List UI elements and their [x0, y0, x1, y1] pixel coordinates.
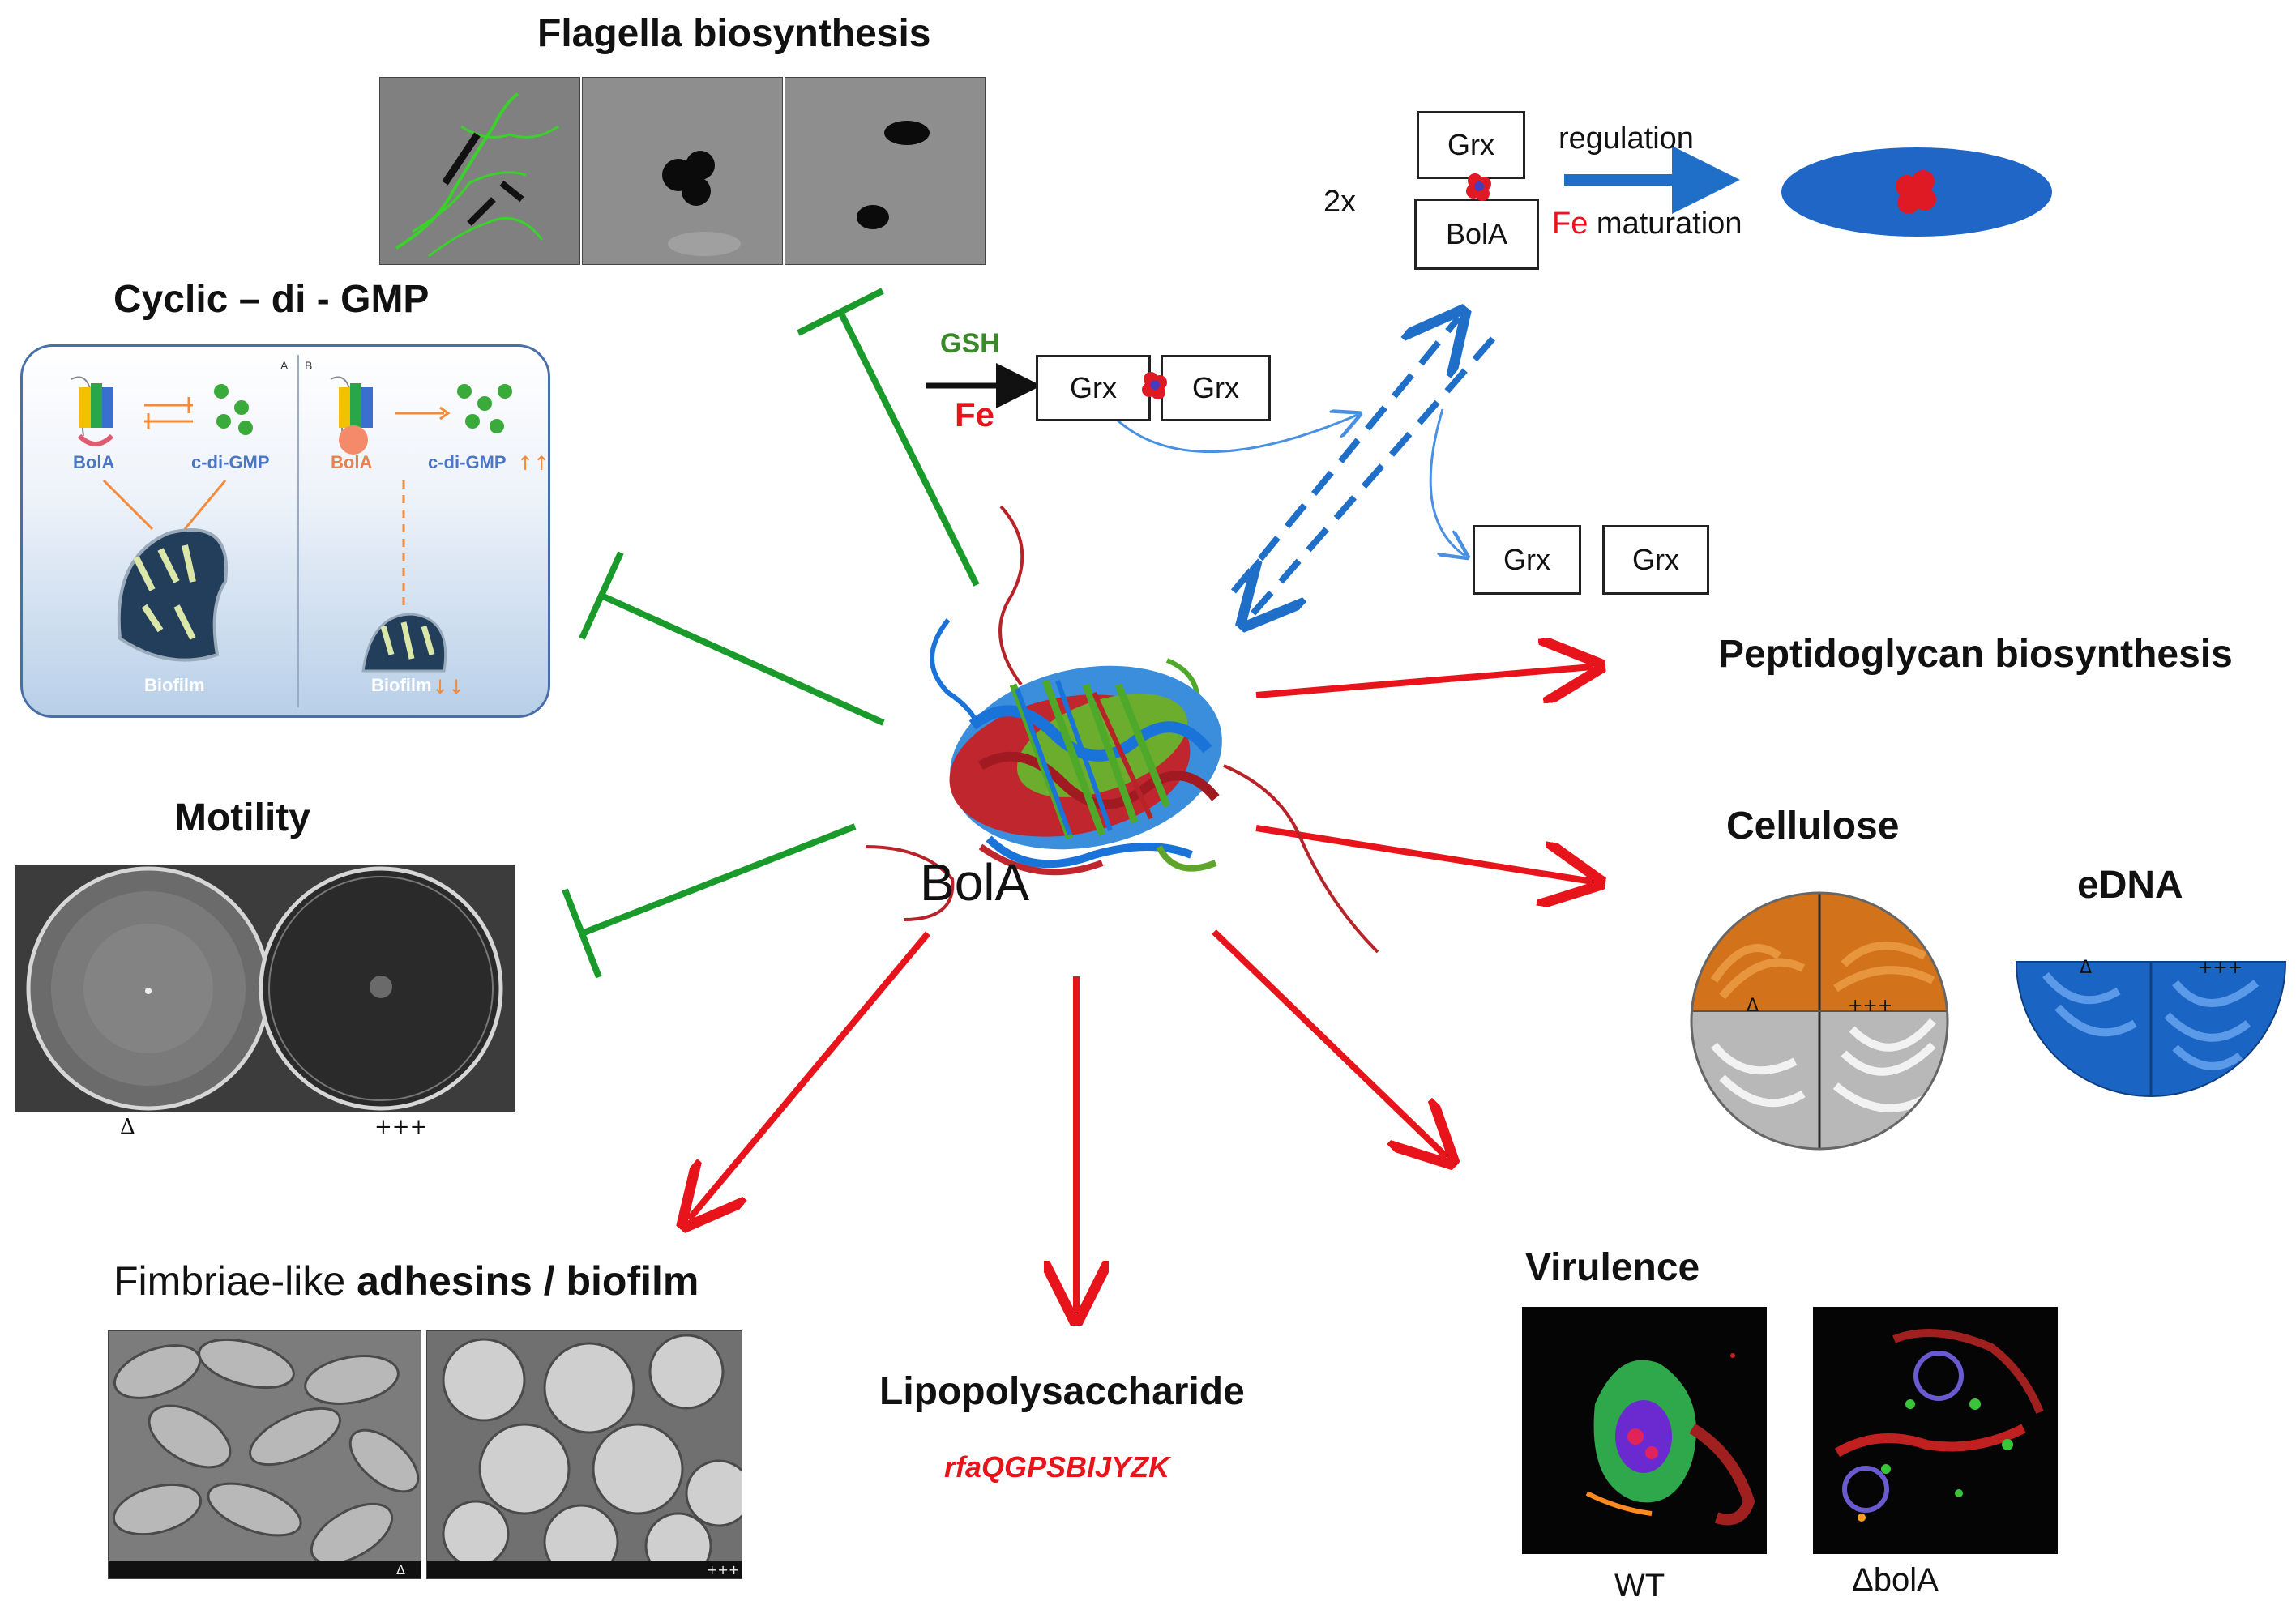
- free-grx-right: Grx: [1602, 525, 1709, 595]
- grx-dimer-to-bola-curve: [1116, 415, 1358, 454]
- motility-label-delta: Δ: [120, 1115, 135, 1139]
- dashed-arrow-down: [1248, 336, 1496, 619]
- virulence-label-bola: ΔbolA: [1852, 1562, 1939, 1598]
- inhibit-flagella: [797, 288, 980, 587]
- cdigmp-arrows-up: ↑↑: [517, 452, 548, 475]
- flagella-image-fluorescent: [379, 77, 580, 265]
- cellulose-label-plus: +++: [1848, 996, 1892, 1016]
- cdigmp-bola-left: BolA: [73, 452, 114, 472]
- cdigmp-panel-b-letter: B: [305, 359, 312, 372]
- cdigmp-label-right: c-di-GMP: [428, 452, 507, 472]
- flagella-image-phase-2: [785, 77, 986, 265]
- cdigmp-title: Cyclic – di - GMP: [113, 278, 430, 321]
- bola-protein-structure: [865, 505, 1379, 954]
- motility-title: Motility: [174, 796, 310, 839]
- inhibit-motility: [562, 823, 857, 979]
- fimbriae-title-bold: adhesins / biofilm: [357, 1258, 699, 1304]
- fimbriae-sem-label-left: Δ: [396, 1562, 405, 1578]
- edna-title: eDNA: [2077, 864, 2183, 907]
- cdigmp-biofilm-right: Biofilm: [371, 675, 432, 695]
- fimbriae-title: Fimbriae-like adhesins / biofilm: [113, 1257, 699, 1304]
- cdigmp-panel: A B BolA c-di-GMP Biofilm BolA c-di-GMP: [20, 344, 550, 718]
- fe-maturation-fe: Fe: [1552, 207, 1588, 241]
- lps-title: Lipopolysaccharide: [879, 1370, 1245, 1413]
- activate-cellulose: [1255, 825, 1593, 882]
- cdigmp-arrows-down: ↓↓: [432, 676, 464, 698]
- bola-release-curve: [1429, 408, 1465, 556]
- activate-virulence: [1212, 929, 1447, 1157]
- regulation-label: regulation: [1558, 122, 1694, 156]
- edna-label-plus: +++: [2198, 959, 2243, 978]
- cdigmp-panel-a-letter: A: [280, 359, 289, 372]
- peptidoglycan-title: Peptidoglycan biosynthesis: [1718, 633, 2233, 676]
- fe-s-cluster-dimer: [1142, 372, 1167, 399]
- flagella-image-phase-1: [582, 77, 783, 265]
- gsh-label: GSH: [940, 328, 1000, 359]
- fimbriae-sem-image-left: Δ: [108, 1330, 421, 1579]
- edna-plate-image: Δ +++: [2015, 959, 2287, 1097]
- cellulose-label-delta: Δ: [1747, 996, 1759, 1016]
- grx-dimer-left: Grx: [1036, 355, 1151, 421]
- virulence-title: Virulence: [1525, 1246, 1700, 1289]
- heterodimer-grx: Grx: [1417, 111, 1525, 179]
- fimbriae-sem-label-right: +++: [707, 1562, 739, 1578]
- activate-fimbriae: [689, 931, 931, 1219]
- cdigmp-biofilm-left: Biofilm: [144, 675, 205, 695]
- stoichiometry-label: 2x: [1323, 185, 1357, 219]
- cellulose-plate-image: Δ +++: [1690, 891, 1949, 1151]
- fe-s-cluster-heterodimer: [1466, 173, 1491, 201]
- cellulose-title: Cellulose: [1726, 805, 1900, 848]
- heterodimer-bola: BolA: [1414, 199, 1539, 270]
- cdigmp-label-left: c-di-GMP: [191, 452, 270, 472]
- fe-maturation-text: maturation: [1588, 207, 1742, 241]
- virulence-image-wt: [1522, 1307, 1767, 1554]
- fe-maturation-label: Fe maturation: [1552, 207, 1742, 241]
- flagella-title: Flagella biosynthesis: [537, 12, 931, 55]
- edna-label-delta: Δ: [2080, 959, 2092, 978]
- bola-hub-label: BolA: [920, 853, 1030, 912]
- fimbriae-sem-image-right: +++: [426, 1330, 742, 1579]
- dashed-arrow-up: [1230, 318, 1459, 594]
- grx-dimer-right: Grx: [1161, 355, 1271, 421]
- virulence-label-wt: WT: [1614, 1568, 1665, 1603]
- fe-label: Fe: [955, 395, 995, 433]
- motility-plates-image: [15, 865, 515, 1112]
- target-protein-ellipse: [1781, 147, 2052, 237]
- lps-genes: rfaQGPSBIJYZK: [944, 1450, 1170, 1484]
- inhibit-cdigmp: [579, 551, 885, 726]
- free-grx-left: Grx: [1473, 525, 1581, 595]
- fimbriae-title-normal: Fimbriae-like: [113, 1258, 357, 1304]
- cdigmp-bola-right: BolA: [331, 452, 372, 472]
- virulence-image-bola: [1813, 1307, 2058, 1554]
- motility-label-plus: +++: [374, 1115, 428, 1139]
- activate-peptidoglycan: [1255, 667, 1593, 695]
